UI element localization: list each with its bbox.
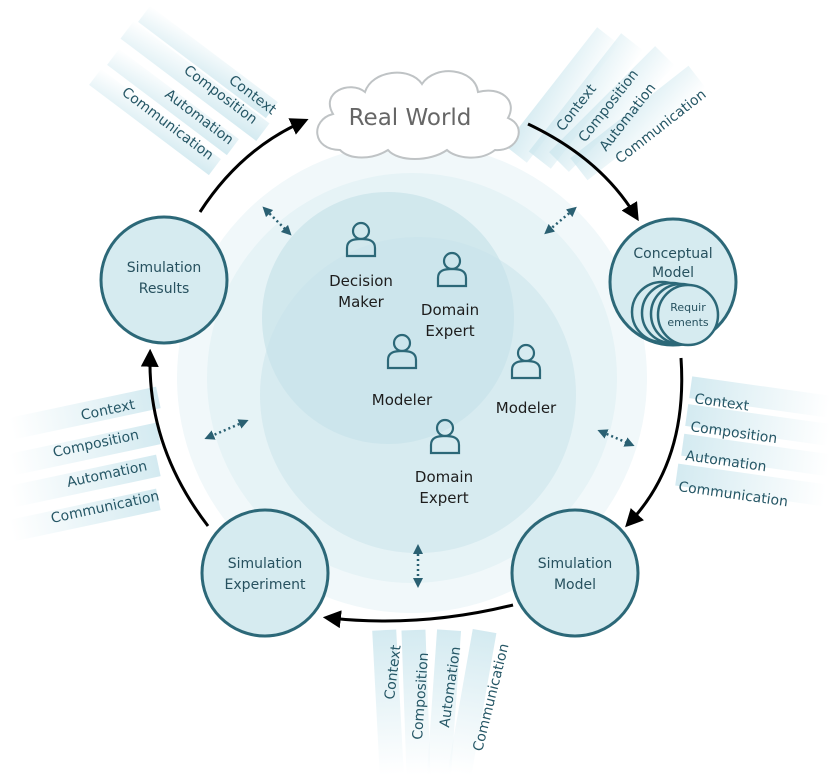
arrow-realworld-to-conceptual: [527, 122, 639, 222]
person-modeler-right: Modeler: [496, 343, 557, 417]
person-icon: [386, 333, 418, 370]
aspect-ray-band: [426, 629, 462, 775]
aspect-ray-band: [570, 65, 706, 181]
aspect-ray-band: [9, 422, 161, 476]
svg-text:Modeler: Modeler: [372, 391, 433, 409]
dotted-arrow-topright: [544, 206, 577, 235]
person-label: Domain: [421, 301, 479, 319]
aspect-ray-band: [120, 21, 270, 141]
aspect-ray-band: [107, 48, 239, 156]
requirements-label: Requir: [670, 301, 706, 314]
person-icon: [429, 418, 461, 455]
aspect-ray-band: [685, 404, 830, 446]
person-icon: [345, 221, 377, 258]
arrow-experiment-to-results: [140, 348, 210, 527]
node-label: Simulation: [127, 260, 202, 276]
aspect-ray-band: [9, 386, 161, 440]
aspect-ray-band: [675, 463, 827, 507]
dotted-arrows: [204, 206, 635, 588]
aspect-ray-band: [681, 433, 830, 477]
aspect-ray-band: [9, 454, 161, 508]
node-label: Simulation: [538, 556, 613, 572]
node-label: Conceptual: [633, 246, 712, 262]
node-label: Model: [554, 577, 596, 593]
person-label: Decision: [329, 272, 393, 290]
person-label: Maker: [338, 293, 385, 311]
person-icon: [510, 343, 542, 380]
person-label: Expert: [425, 322, 474, 340]
real-world-cloud: Real World: [316, 70, 520, 160]
aspect-ray-band: [504, 27, 620, 163]
arrow-model-to-experiment: [322, 603, 514, 629]
person-label: Modeler: [372, 391, 433, 409]
aspect-ray-band: [372, 629, 404, 775]
person-label: Expert: [419, 489, 468, 507]
person-icon: [436, 251, 468, 288]
requirements-label: ements: [667, 316, 709, 329]
aspect-ray-band: [689, 376, 830, 418]
cycle-arrows: [140, 118, 684, 629]
aspect-composition: Composition: [410, 652, 432, 740]
dotted-arrow-right: [597, 429, 635, 447]
person-modeler-center: Modeler: [372, 333, 433, 409]
aspect-ray-band: [447, 629, 497, 775]
node-label: Simulation: [228, 556, 303, 572]
node-label: Model: [652, 265, 694, 281]
aspect-ray-band: [401, 629, 431, 775]
center-halo: [177, 143, 647, 613]
aspect-ray-band: [138, 5, 278, 119]
arrow-results-to-realworld: [198, 118, 309, 213]
arrow-conceptual-to-model: [625, 357, 684, 528]
aspect-ray-band: [89, 68, 221, 176]
node-label: Results: [139, 281, 190, 297]
aspect-context: Context: [382, 644, 405, 701]
person-label: Modeler: [496, 399, 557, 417]
svg-text:Modeler: Modeler: [496, 399, 557, 417]
node-label: Experiment: [225, 577, 306, 593]
aspect-rays: [9, 5, 830, 775]
real-world-label: Real World: [349, 105, 472, 131]
requirements-stack: Requir ements: [630, 280, 720, 347]
dotted-arrow-left: [204, 419, 249, 440]
dotted-arrow-topleft: [262, 206, 292, 236]
aspect-ray-band: [9, 488, 161, 542]
aspect-ray-band: [528, 33, 644, 169]
aspect-context: Context: [693, 391, 750, 415]
aspect-ray-band: [549, 46, 675, 172]
person-label: Domain: [415, 468, 473, 486]
